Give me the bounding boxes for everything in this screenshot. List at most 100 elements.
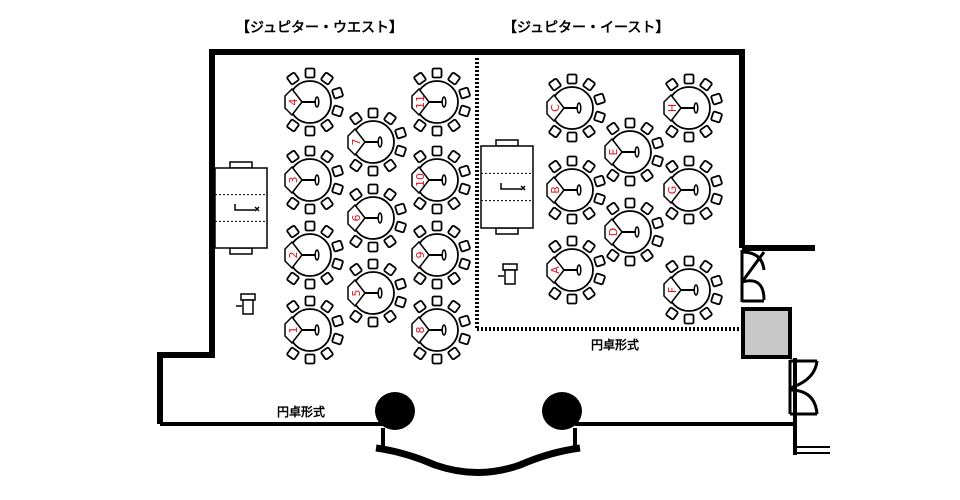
chair-icon: [447, 346, 461, 361]
round-table: E: [604, 117, 664, 187]
round-table: 1: [284, 295, 344, 365]
layout-label-west: 円卓形式: [277, 405, 326, 419]
chair-icon: [593, 192, 606, 206]
chair-icon: [431, 203, 443, 215]
chair-icon: [286, 118, 300, 133]
chair-icon: [566, 293, 578, 305]
chair-icon: [413, 299, 427, 314]
chair-icon: [431, 67, 443, 79]
table-number: D: [607, 228, 620, 236]
chair-icon: [593, 92, 606, 106]
chair-icon: [548, 124, 562, 139]
chair-icon: [320, 346, 334, 361]
round-table: 6: [347, 183, 407, 253]
chair-icon: [447, 71, 461, 86]
chair-icon: [367, 316, 379, 328]
chair-icon: [606, 121, 620, 136]
chair-icon: [640, 201, 654, 216]
chair-icon: [683, 73, 695, 85]
chair-icon: [665, 206, 679, 221]
chair-icon: [582, 286, 596, 301]
table-number: 8: [414, 327, 427, 334]
chair-icon: [710, 92, 723, 106]
chair-icon: [394, 202, 407, 216]
chair-icon: [413, 224, 427, 239]
round-table: 11: [411, 67, 471, 137]
chair-icon: [699, 124, 713, 139]
chair-icon: [582, 206, 596, 221]
stage-west: [214, 161, 268, 255]
chair-icon: [699, 259, 713, 274]
chair-icon: [710, 274, 723, 288]
microphone-icon: [234, 204, 260, 212]
chair-icon: [413, 71, 427, 86]
chair-icon: [349, 234, 363, 249]
chair-icon: [431, 220, 443, 232]
chair-icon: [593, 254, 606, 268]
chair-icon: [458, 182, 471, 196]
door-lower: [788, 359, 819, 416]
round-table: 4: [284, 67, 344, 137]
chair-icon: [566, 235, 578, 247]
chair-icon: [304, 353, 316, 365]
chair-icon: [566, 131, 578, 143]
chair-icon: [651, 154, 664, 168]
walls: [157, 49, 830, 455]
chair-icon: [458, 164, 471, 178]
chair-icon: [582, 124, 596, 139]
chair-icon: [447, 299, 461, 314]
table-number: 7: [350, 139, 363, 146]
chair-icon: [699, 306, 713, 321]
round-table: 3: [284, 145, 344, 215]
chair-icon: [331, 86, 344, 100]
chair-icon: [349, 187, 363, 202]
chair-icon: [582, 77, 596, 92]
table-number: 11: [414, 95, 427, 109]
chair-icon: [683, 155, 695, 167]
table-number: 2: [287, 252, 300, 259]
chair-icon: [566, 73, 578, 85]
chair-icon: [394, 126, 407, 140]
table-number: 10: [414, 173, 427, 187]
table-number: E: [607, 148, 620, 155]
chair-icon: [286, 271, 300, 286]
chair-icon: [447, 271, 461, 286]
round-table: B: [546, 155, 606, 225]
chair-icon: [683, 313, 695, 325]
chair-icon: [304, 278, 316, 290]
door-upper: [740, 250, 766, 303]
storage-box: [741, 307, 792, 359]
microphone-icon: [500, 183, 526, 191]
chair-icon: [394, 144, 407, 158]
chair-icon: [683, 213, 695, 225]
chair-icon: [651, 136, 664, 150]
chair-icon: [304, 295, 316, 307]
entrance: [375, 392, 582, 476]
chair-icon: [699, 159, 713, 174]
round-table: 7: [347, 107, 407, 177]
chair-icon: [593, 272, 606, 286]
chair-icon: [458, 332, 471, 346]
chair-icon: [367, 258, 379, 270]
chair-icon: [710, 174, 723, 188]
chair-icon: [447, 196, 461, 211]
chair-icon: [383, 309, 397, 324]
round-table: D: [604, 197, 664, 267]
chair-icon: [286, 71, 300, 86]
chair-icon: [624, 117, 636, 129]
chair-icon: [286, 346, 300, 361]
chair-icon: [320, 271, 334, 286]
podium-icon: [498, 263, 518, 285]
chair-icon: [304, 145, 316, 157]
chair-icon: [320, 224, 334, 239]
chair-icon: [699, 206, 713, 221]
chair-icon: [593, 174, 606, 188]
round-table: H: [663, 73, 723, 143]
chair-icon: [683, 131, 695, 143]
chair-icon: [383, 262, 397, 277]
chair-icon: [304, 220, 316, 232]
chair-icon: [458, 314, 471, 328]
chair-icon: [331, 164, 344, 178]
round-table: F: [663, 255, 723, 325]
chair-icon: [710, 110, 723, 124]
